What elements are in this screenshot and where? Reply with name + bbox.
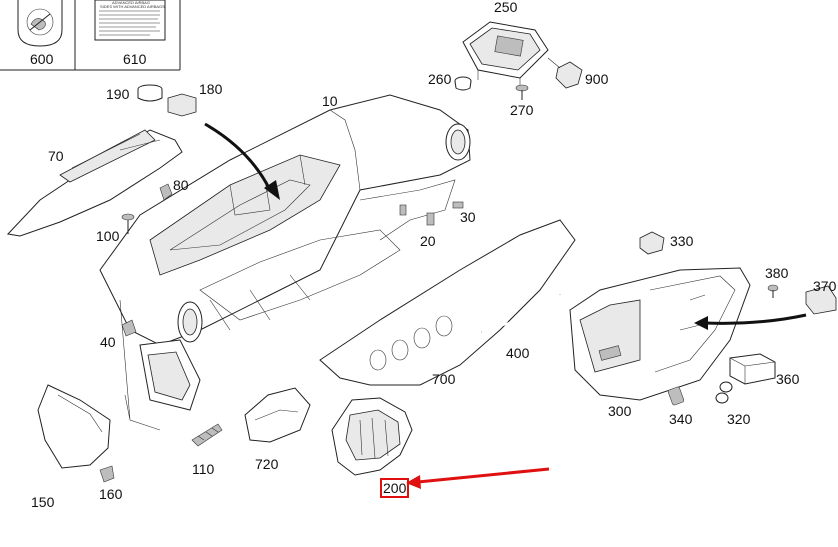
- part-700-trim-panel: [319, 219, 576, 386]
- part-label-200: 200: [379, 478, 410, 498]
- part-label-900: 900: [585, 71, 609, 87]
- part-label-190: 190: [106, 86, 130, 102]
- part-80-clip: [159, 183, 173, 201]
- part-400-air-duct-hose: [481, 294, 561, 333]
- part-720-cover: [244, 387, 311, 443]
- part-380-screw: [767, 284, 779, 298]
- part-label-330: 330: [670, 233, 694, 249]
- part-label-70: 70: [48, 148, 64, 164]
- part-200-steering-column-cover: [331, 397, 413, 476]
- part-10-instrument-panel: [99, 94, 471, 431]
- part-300-glove-box: [569, 267, 751, 401]
- part-900-bracket: [547, 57, 583, 89]
- part-40-clip: [121, 319, 137, 337]
- part-360-module: [729, 353, 776, 385]
- part-label-360: 360: [776, 371, 800, 387]
- assembly-arrow-right: [694, 313, 807, 330]
- part-label-400: 400: [506, 345, 530, 361]
- part-label-150: 150: [31, 494, 55, 510]
- part-label-260: 260: [428, 71, 452, 87]
- part-250-airbag-module: [462, 21, 549, 88]
- airbag-warning-sticker: [17, 0, 63, 47]
- part-330-clip: [639, 231, 665, 255]
- highlight-arrow-200: [406, 467, 550, 489]
- part-label-10: 10: [322, 93, 338, 109]
- part-label-340: 340: [669, 411, 693, 427]
- info-card-line1: SIDES WITH ADVANCED AIRBAGS: [100, 4, 165, 9]
- part-190-pad: [137, 84, 163, 102]
- part-label-270: 270: [510, 102, 534, 118]
- part-100-screw: [121, 213, 135, 234]
- part-label-180: 180: [199, 81, 223, 97]
- part-270-screw: [515, 84, 529, 100]
- part-label-700: 700: [432, 371, 456, 387]
- part-370-latch: [805, 285, 837, 315]
- part-110-bracket: [191, 423, 223, 447]
- part-label-20: 20: [420, 233, 436, 249]
- part-label-320: 320: [727, 411, 751, 427]
- part-label-40: 40: [100, 334, 116, 350]
- part-label-100: 100: [96, 228, 120, 244]
- part-70-side-cover: [6, 129, 183, 237]
- part-160-clip: [99, 465, 115, 483]
- part-label-370: 370: [813, 278, 837, 294]
- assembly-arrow-top: [204, 122, 280, 200]
- part-150-side-panel: [37, 384, 111, 469]
- part-label-80: 80: [173, 177, 189, 193]
- part-label-610: 610: [123, 51, 147, 67]
- part-label-720: 720: [255, 456, 279, 472]
- part-label-600: 600: [30, 51, 54, 67]
- part-label-300: 300: [608, 403, 632, 419]
- part-320-clip: [715, 381, 733, 404]
- part-340-switch: [667, 386, 685, 406]
- part-label-30: 30: [460, 209, 476, 225]
- part-260-grommet: [454, 76, 472, 91]
- info-card-title: ADVANCED AIRBAG: [112, 0, 150, 5]
- clip-array-20-30: [399, 201, 464, 226]
- part-label-160: 160: [99, 486, 123, 502]
- label-box-frames: [0, 0, 181, 71]
- airbag-info-card: [94, 0, 166, 41]
- part-180-clip: [167, 93, 197, 117]
- part-label-110: 110: [192, 461, 215, 477]
- part-label-250: 250: [494, 0, 518, 15]
- part-label-380: 380: [765, 265, 789, 281]
